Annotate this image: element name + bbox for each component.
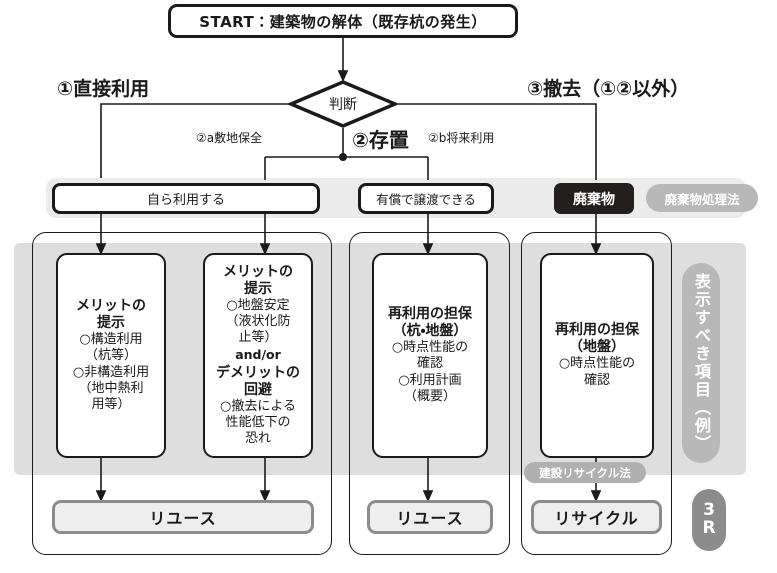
card-heading: メリットの提示 xyxy=(76,298,146,332)
branch-label-future-use: ②b将来利用 xyxy=(428,131,495,145)
card-line: （液状化防 xyxy=(225,313,291,329)
card-line: ○時点性能の xyxy=(391,340,469,356)
card-heading: メリットの提示 xyxy=(223,263,293,297)
card-line: 性能低下の xyxy=(225,415,291,431)
card-line: ○利用計画 xyxy=(398,372,462,388)
card-reuse-ground: 再利用の担保（地盤） ○時点性能の 確認 xyxy=(540,253,654,458)
option-self-use: 自ら利用する xyxy=(52,183,320,214)
branch-label-direct-use: ①直接利用 xyxy=(57,78,150,100)
branch-label-site-preservation: ②a敷地保全 xyxy=(196,131,263,145)
start-node: START：建築物の解体（既存杭の発生） xyxy=(168,4,518,38)
card-reuse-pile-ground: 再利用の担保（杭・地盤） ○時点性能の 確認 ○利用計画 （概要） xyxy=(372,253,488,458)
card-heading: 再利用の担保（地盤） xyxy=(555,322,639,356)
card-line: 止等） xyxy=(238,330,278,346)
group-frame-direct-use xyxy=(32,232,332,555)
card-line: （地中熱利 xyxy=(78,380,144,396)
badge-3r-digit: 3 xyxy=(703,500,715,521)
result-reuse-retention: リユース xyxy=(367,500,493,534)
card-connector-andor: and/or xyxy=(235,347,281,363)
badge-construction-recycling-law: 建設リサイクル法 xyxy=(524,462,646,483)
card-line: 用等） xyxy=(91,396,131,412)
card-line: ○地盤安定 xyxy=(226,297,290,313)
card-line: ○構造利用 xyxy=(79,332,143,348)
badge-3r: 3 R xyxy=(692,489,726,551)
card-merit-ground: メリットの提示 ○地盤安定 （液状化防 止等） and/or デメリットの回避 … xyxy=(203,253,313,458)
branch-label-removal: ③撤去（①②以外） xyxy=(527,78,690,100)
badge-3r-letter: R xyxy=(702,518,716,538)
result-reuse-direct: リユース xyxy=(52,500,314,534)
result-recycle: リサイクル xyxy=(531,500,662,534)
card-line: 恐れ xyxy=(244,431,271,447)
card-line: ○撤去による xyxy=(220,399,296,415)
card-line: 確認 xyxy=(416,356,443,372)
option-waste: 廃棄物 xyxy=(554,183,634,214)
branch-junction-dot xyxy=(339,153,347,161)
card-line: 確認 xyxy=(583,372,610,388)
card-line: ○非構造利用 xyxy=(72,364,150,380)
card-line: （杭等） xyxy=(84,348,137,364)
decision-label: 判断 xyxy=(329,97,357,113)
option-paid-transfer: 有償で譲渡できる xyxy=(358,183,494,214)
card-line: （概要） xyxy=(403,388,456,404)
card-heading-secondary: デメリットの回避 xyxy=(216,364,300,398)
branch-label-retention: ②存置 xyxy=(352,128,409,152)
badge-waste-management-law: 廃棄物処理法 xyxy=(646,184,758,212)
card-heading: 再利用の担保（杭・地盤） xyxy=(388,306,472,340)
group-frame-removal xyxy=(521,232,672,555)
decision-diamond-shape xyxy=(288,80,398,128)
card-line: ○時点性能の xyxy=(558,356,636,372)
group-frame-retention xyxy=(349,232,510,555)
card-merit-structural: メリットの提示 ○構造利用 （杭等） ○非構造利用 （地中熱利 用等） xyxy=(56,253,166,458)
badge-display-items-vertical: 表示すべき項目（例） xyxy=(682,263,720,463)
